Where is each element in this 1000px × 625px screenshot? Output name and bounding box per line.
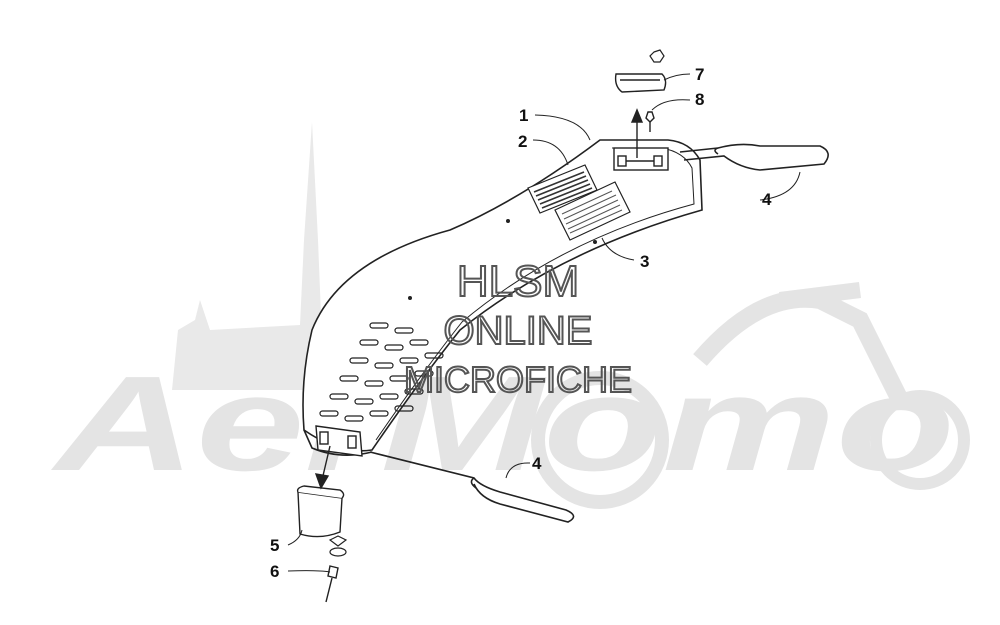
- background-logo-text: AerMomo: [51, 348, 955, 499]
- decal-label-3: [554, 181, 631, 241]
- handle-upper: [679, 143, 829, 171]
- mount-hole: [506, 219, 510, 223]
- watermark-line-1: HLSM: [457, 257, 579, 306]
- callout-3: 3: [640, 252, 649, 271]
- leader-lines: [287, 73, 801, 573]
- callout-4-lower: 4: [532, 454, 542, 473]
- nut-7: [649, 49, 665, 63]
- background-logo: AerMomo: [51, 122, 970, 509]
- mount-hole: [408, 296, 412, 300]
- washer-6: [328, 535, 348, 557]
- rivet-6: [325, 565, 339, 603]
- callout-8: 8: [695, 90, 704, 109]
- callout-1: 1: [519, 106, 528, 125]
- callout-6: 6: [270, 562, 279, 581]
- rivet-8: [645, 111, 655, 132]
- assembly-arrow-up: [630, 108, 644, 158]
- hinge-plate-7: [614, 73, 667, 93]
- watermark-line-2: ONLINE: [444, 309, 593, 353]
- handle-lower: [369, 451, 575, 523]
- assembly-arrow-down: [314, 445, 331, 490]
- motorcycle-silhouette-icon: [531, 282, 970, 509]
- callout-4-upper: 4: [762, 190, 772, 209]
- upper-hinge-mount: [613, 147, 669, 171]
- watermark-line-3: MICROFICHE: [404, 359, 632, 400]
- hinge-plate-5: [296, 485, 345, 538]
- vent-slots: [319, 322, 444, 422]
- watermark: HLSM ONLINE MICROFICHE: [403, 256, 633, 401]
- callout-5: 5: [270, 536, 279, 555]
- callout-numbers: 1 2 3 4 4 5 6 7 8: [270, 65, 772, 581]
- mount-hole: [593, 240, 597, 244]
- lower-hinge-mount: [315, 425, 363, 457]
- callout-2: 2: [518, 132, 527, 151]
- callout-7: 7: [695, 65, 704, 84]
